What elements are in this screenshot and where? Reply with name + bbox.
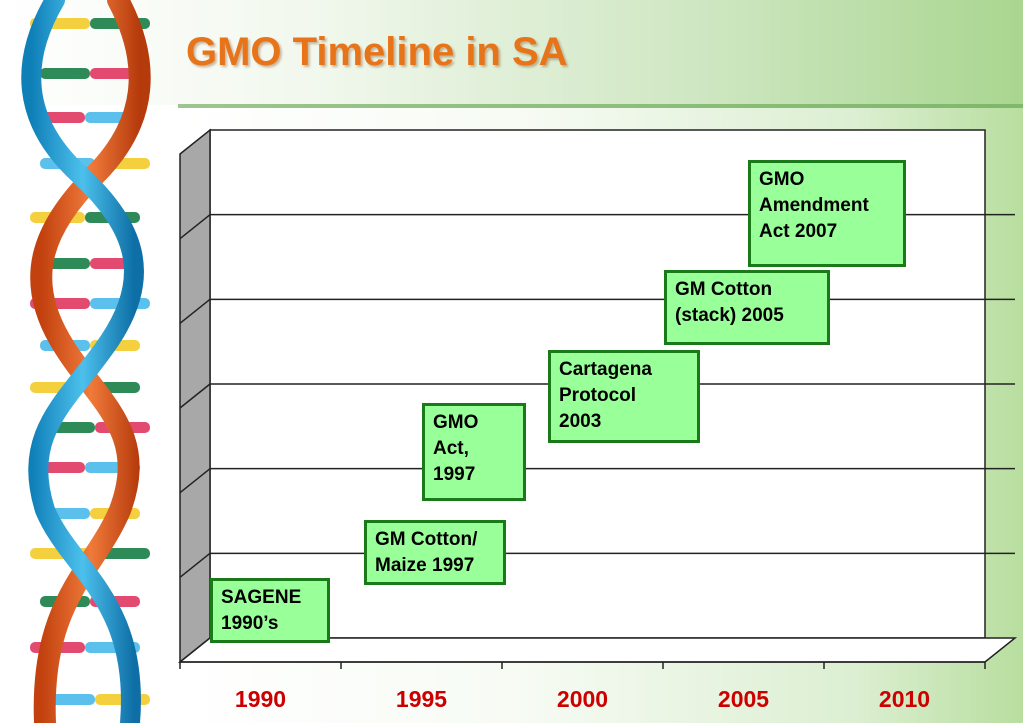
x-tick-label: 2005 xyxy=(717,686,770,712)
header-divider xyxy=(178,104,1023,108)
timeline-event-box: GM Cotton/ Maize 1997 xyxy=(364,520,506,585)
dna-helix-icon xyxy=(21,0,151,723)
gridline-side xyxy=(179,468,211,494)
header-background xyxy=(0,0,1023,105)
dna-rung xyxy=(40,68,90,79)
timeline-event-box: Cartagena Protocol 2003 xyxy=(548,350,700,443)
timeline-event-box: GMO Act, 1997 xyxy=(422,403,526,501)
gridline-side xyxy=(179,383,211,409)
dna-rung xyxy=(90,68,140,79)
gridline-side xyxy=(179,214,211,240)
slide-title: GMO Timeline in SA xyxy=(186,30,568,74)
x-tick-label: 1995 xyxy=(395,686,448,712)
timeline-event-box: GM Cotton (stack) 2005 xyxy=(664,270,830,345)
x-tick-label: 2010 xyxy=(878,686,931,712)
x-tick-label: 1990 xyxy=(234,686,287,712)
timeline-event-box: SAGENE 1990’s xyxy=(210,578,330,643)
gridline-side xyxy=(179,552,211,578)
x-tick-label: 2000 xyxy=(556,686,609,712)
gridline-side xyxy=(179,298,211,324)
timeline-event-box: GMO Amendment Act 2007 xyxy=(748,160,906,267)
